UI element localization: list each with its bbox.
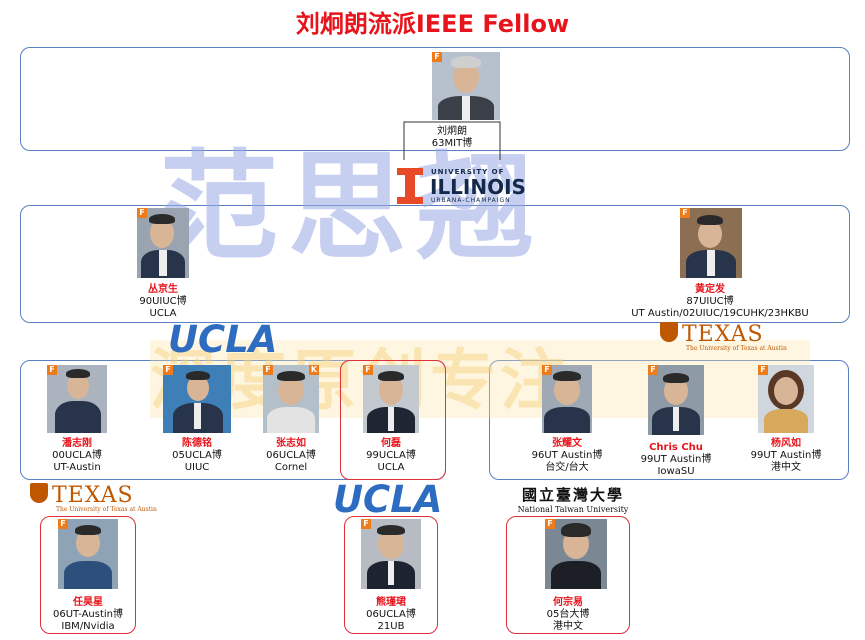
person-name: 杨风如 <box>771 438 801 449</box>
person-name: 何宗易 <box>553 597 583 608</box>
fellow-badge-icon: F <box>758 365 768 375</box>
texas-shield-icon <box>30 483 48 503</box>
person-photo-renhaoxing: F <box>58 519 118 589</box>
person-affiliation: UT Austin/02UIUC/19CUHK/23HKBU <box>631 308 809 319</box>
fellow-badge-icon: F <box>163 365 173 375</box>
person-name: 潘志刚 <box>62 438 92 449</box>
person-name: 熊瑾珺 <box>376 597 406 608</box>
person-affiliation: UIUC <box>184 462 210 473</box>
person-name: 丛京生 <box>148 284 178 295</box>
person-degree: 99UT Austin博 <box>750 450 822 461</box>
level4-box-2 <box>344 516 438 634</box>
level4-box-3 <box>506 516 630 634</box>
person-affiliation: UCLA <box>377 462 405 473</box>
texas-logo-small: The University of Texas at Austin <box>56 506 157 513</box>
fellow-badge-icon: F <box>363 365 373 375</box>
person-photo-huangdingfa: F <box>680 208 742 278</box>
person-name: Chris Chu <box>649 442 703 453</box>
person-degree: 99UCLA博 <box>366 450 416 461</box>
person-photo-helei: F <box>363 365 419 433</box>
person-photo-yangfengru: F <box>758 365 814 433</box>
root-group-box <box>20 47 850 151</box>
person-affiliation: Cornel <box>274 462 308 473</box>
helei-highlight-box <box>340 360 446 480</box>
person-affiliation: IowaSU <box>657 466 695 477</box>
texas-shield-icon <box>660 322 678 342</box>
person-photo-xiongjinjun: F <box>361 519 421 589</box>
watermark-text: 范思翘 <box>160 138 545 276</box>
ucla-logo: UCLA <box>168 318 278 361</box>
person-name: 何磊 <box>381 438 401 449</box>
illinois-top-text: UNIVERSITY OF <box>431 168 505 176</box>
person-name: 黄定发 <box>695 284 725 295</box>
person-affiliation: 港中文 <box>771 462 801 473</box>
level4-box-1 <box>40 516 136 634</box>
illinois-block-i-icon <box>397 168 423 204</box>
texas-logo-small: The University of Texas at Austin <box>686 345 787 352</box>
person-affiliation: IBM/Nvidia <box>61 621 115 632</box>
illinois-main-text: ILLINOIS <box>430 175 526 199</box>
root-name: 刘炯朗 <box>437 126 467 137</box>
texas-logo-word: TEXAS <box>52 483 134 508</box>
texas-group-box <box>489 360 849 480</box>
person-affiliation: 台交/台大 <box>545 462 589 473</box>
person-photo-zhangyaowen: F <box>542 365 592 433</box>
person-photo-congjingsheng: F <box>137 208 189 278</box>
person-photo-hezongyi: F <box>545 519 607 589</box>
person-degree: 06UCLA博 <box>366 609 416 620</box>
person-name: 张耀文 <box>552 438 582 449</box>
person-photo-panzhigang: F <box>47 365 107 433</box>
texas-logo: TEXAS The University of Texas at Austin <box>660 322 787 352</box>
root-degree: 63MIT博 <box>431 138 473 149</box>
ucla-logo: UCLA <box>333 478 443 521</box>
texas-logo-word: TEXAS <box>682 322 764 347</box>
texas-logo: TEXAS The University of Texas at Austin <box>30 483 157 513</box>
ntu-logo-chinese: 國立臺灣大學 <box>521 486 624 504</box>
ntu-logo: 國立臺灣大學 National Taiwan University <box>514 484 632 514</box>
person-affiliation: 港中文 <box>553 621 583 632</box>
person-degree: 05台大博 <box>546 609 590 620</box>
person-name: 张志如 <box>276 438 306 449</box>
fellow-badge-icon: F <box>58 519 68 529</box>
person-affiliation: 21UB <box>377 621 405 632</box>
fellow-badge-icon: F <box>545 519 555 529</box>
person-degree: 00UCLA博 <box>52 450 102 461</box>
fellow-badge-icon: F <box>648 365 658 375</box>
person-degree: 06UCLA博 <box>266 450 316 461</box>
fellow-badge-icon: F <box>361 519 371 529</box>
person-degree: 90UIUC博 <box>139 296 187 307</box>
person-photo-chendeming: F <box>163 365 231 433</box>
person-name: 任昊星 <box>73 597 103 608</box>
fellow-badge-icon: F <box>263 365 273 375</box>
person-name: 陈德铭 <box>182 438 212 449</box>
illinois-logo: UNIVERSITY OF ILLINOIS URBANA-CHAMPAIGN <box>397 168 537 204</box>
fellow-badge-icon: F <box>432 52 442 62</box>
illinois-bottom-text: URBANA-CHAMPAIGN <box>431 197 511 204</box>
person-degree: 99UT Austin博 <box>640 454 712 465</box>
fellow-badge-icon: F <box>137 208 147 218</box>
person-degree: 05UCLA博 <box>172 450 222 461</box>
fellow-badge-icon: F <box>680 208 690 218</box>
person-affiliation: UCLA <box>149 308 177 319</box>
person-photo-zhangzhiru: F K <box>263 365 319 433</box>
person-degree: 06UT-Austin博 <box>52 609 124 620</box>
fellow-badge-icon: F <box>47 365 57 375</box>
k-badge-icon: K <box>309 365 319 375</box>
person-degree: 87UIUC博 <box>686 296 734 307</box>
person-affiliation: UT-Austin <box>53 462 101 473</box>
person-degree: 96UT Austin博 <box>531 450 603 461</box>
level2-group-box <box>20 205 850 323</box>
person-photo-chrischu: F <box>648 365 704 435</box>
fellow-badge-icon: F <box>542 365 552 375</box>
ntu-logo-english: National Taiwan University <box>517 505 629 514</box>
root-photo: F <box>432 52 500 120</box>
page-title: 刘炯朗流派IEEE Fellow <box>295 10 570 38</box>
